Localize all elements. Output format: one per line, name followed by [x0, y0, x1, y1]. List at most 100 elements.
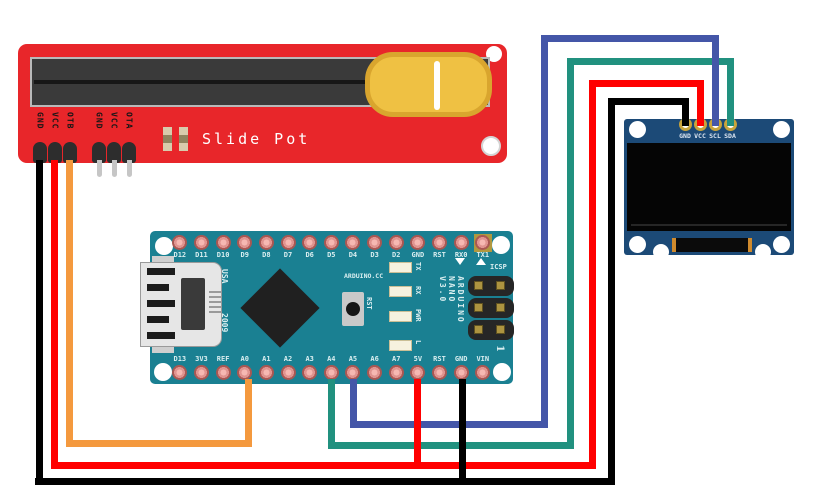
usb-contact [147, 332, 175, 339]
arduino-pin-gnd: GND [407, 235, 429, 259]
wire-ground-right-riser[interactable] [608, 98, 615, 485]
mounting-hole [154, 363, 172, 381]
pin-label: A6 [370, 355, 379, 363]
mounting-hole [628, 120, 646, 138]
wire-power-top-run[interactable] [589, 80, 703, 87]
usb-tooth [209, 296, 221, 298]
reset-button[interactable] [342, 292, 364, 326]
silkscreen-usa: USA [220, 269, 229, 284]
wire-sda-bottom-run[interactable] [328, 442, 574, 449]
pin-label: D8 [262, 251, 271, 259]
arduino-pin-a2: A2 [277, 355, 299, 380]
pin-hole [323, 365, 339, 380]
tx-led [389, 262, 412, 273]
pin-hole [302, 365, 318, 380]
arduino-pin-rst: RST [429, 355, 451, 380]
pin-hole [280, 235, 296, 250]
slide-pot-board[interactable]: GND VCC OTB GND VCC OTA Slide Pot [18, 44, 507, 177]
pin-label: RX0 [454, 251, 468, 259]
arduino-pin-tx1: TX1 [472, 235, 494, 259]
pin-hole [410, 235, 426, 250]
wire-output-bottom-run[interactable] [66, 440, 252, 447]
wire-ground-pot-stub[interactable] [35, 160, 43, 485]
l-led [389, 340, 412, 351]
icsp-label: ICSP [490, 263, 507, 271]
pin-label: D7 [283, 251, 293, 259]
pin-hole [388, 235, 404, 250]
pin-hole [172, 235, 188, 250]
mounting-hole [628, 235, 646, 253]
wire-sda-a4-stub[interactable] [328, 379, 335, 449]
wire-power-pot-stub[interactable] [51, 160, 58, 469]
pin-hole [172, 365, 188, 380]
slide-pot-title: Slide Pot [202, 130, 311, 148]
pin-hole [193, 235, 209, 250]
wire-scl-a5-stub[interactable] [350, 379, 357, 428]
arduino-pin-d12: D12 [169, 235, 191, 259]
usb-tooth [209, 311, 221, 313]
reset-button-label: RST [365, 297, 373, 310]
usb-tab [152, 345, 174, 353]
wire-ground-top-run[interactable] [608, 98, 689, 105]
arduino-nano-board[interactable]: USA 2009 ARDUINO.CC RST TX RX PWR L ARDU… [140, 231, 514, 384]
pin-hole [475, 235, 491, 250]
smd-resistor [163, 127, 172, 151]
wire-output-a0-stub[interactable] [245, 379, 252, 447]
pin-hole [193, 365, 209, 380]
oled-display-board[interactable]: GND VCC SCL SDA [624, 118, 794, 260]
pin-label: TX1 [476, 251, 490, 259]
wire-power-bottom-run[interactable] [51, 462, 596, 469]
mounting-hole [772, 235, 790, 253]
arduino-pin-d7: D7 [277, 235, 299, 259]
pin-label: D11 [195, 251, 208, 259]
rx-led-label: RX [414, 286, 422, 295]
knob-indicator-line [434, 61, 440, 110]
wire-ground-oled-stub[interactable] [681, 98, 689, 126]
l-led-label: L [414, 340, 422, 345]
arduino-pin-a0: A0 [234, 355, 256, 380]
pin-label: D9 [240, 251, 249, 259]
arduino-pin-d10: D10 [212, 235, 234, 259]
wire-power-right-riser[interactable] [589, 80, 596, 469]
wire-power-5v-stub[interactable] [414, 379, 421, 469]
wire-sda-right-riser[interactable] [567, 58, 574, 449]
arduino-pin-a7: A7 [385, 355, 407, 380]
icsp-header-row [468, 298, 514, 318]
mounting-hole [481, 136, 501, 156]
pot-pin-label-ota: OTA [124, 112, 134, 130]
mounting-hole [155, 237, 173, 255]
pin-hole [323, 235, 339, 250]
pot-pin-leg [111, 160, 117, 177]
pin-label: D13 [173, 355, 187, 363]
usb-connector [140, 262, 222, 347]
arduino-pin-d5: D5 [320, 235, 342, 259]
oled-pin-label-vcc: VCC [694, 132, 706, 140]
usb-contact [147, 316, 169, 323]
pin-label: A3 [305, 355, 314, 363]
pin-label: A5 [348, 355, 358, 363]
wire-output-pot-stub[interactable] [66, 160, 73, 447]
usb-tooth [209, 301, 221, 303]
wire-scl-right-riser[interactable] [541, 35, 548, 428]
icsp-pin [496, 281, 505, 290]
wire-ground-bottom-run[interactable] [35, 478, 615, 485]
usb-contact [147, 300, 175, 307]
arduino-pin-3v3: 3V3 [191, 355, 213, 380]
usb-tooth [209, 291, 221, 293]
wire-ground-gnd-stub[interactable] [458, 379, 466, 485]
wire-sda-oled-stub[interactable] [726, 58, 734, 126]
wire-power-oled-stub[interactable] [696, 80, 704, 126]
wire-scl-bottom-run[interactable] [350, 421, 548, 428]
pot-pin-socket [63, 142, 77, 163]
pin-hole [475, 365, 491, 380]
pin-hole [258, 235, 274, 250]
pin-label: GND [411, 251, 425, 259]
wire-sda-top-run[interactable] [567, 58, 733, 65]
wire-scl-top-run[interactable] [541, 35, 718, 42]
wire-scl-oled-stub[interactable] [711, 35, 719, 126]
pin-hole [215, 235, 231, 250]
slide-pot-knob[interactable] [365, 52, 492, 117]
icsp-pin [474, 325, 483, 334]
silkscreen-year: 2009 [220, 313, 229, 333]
